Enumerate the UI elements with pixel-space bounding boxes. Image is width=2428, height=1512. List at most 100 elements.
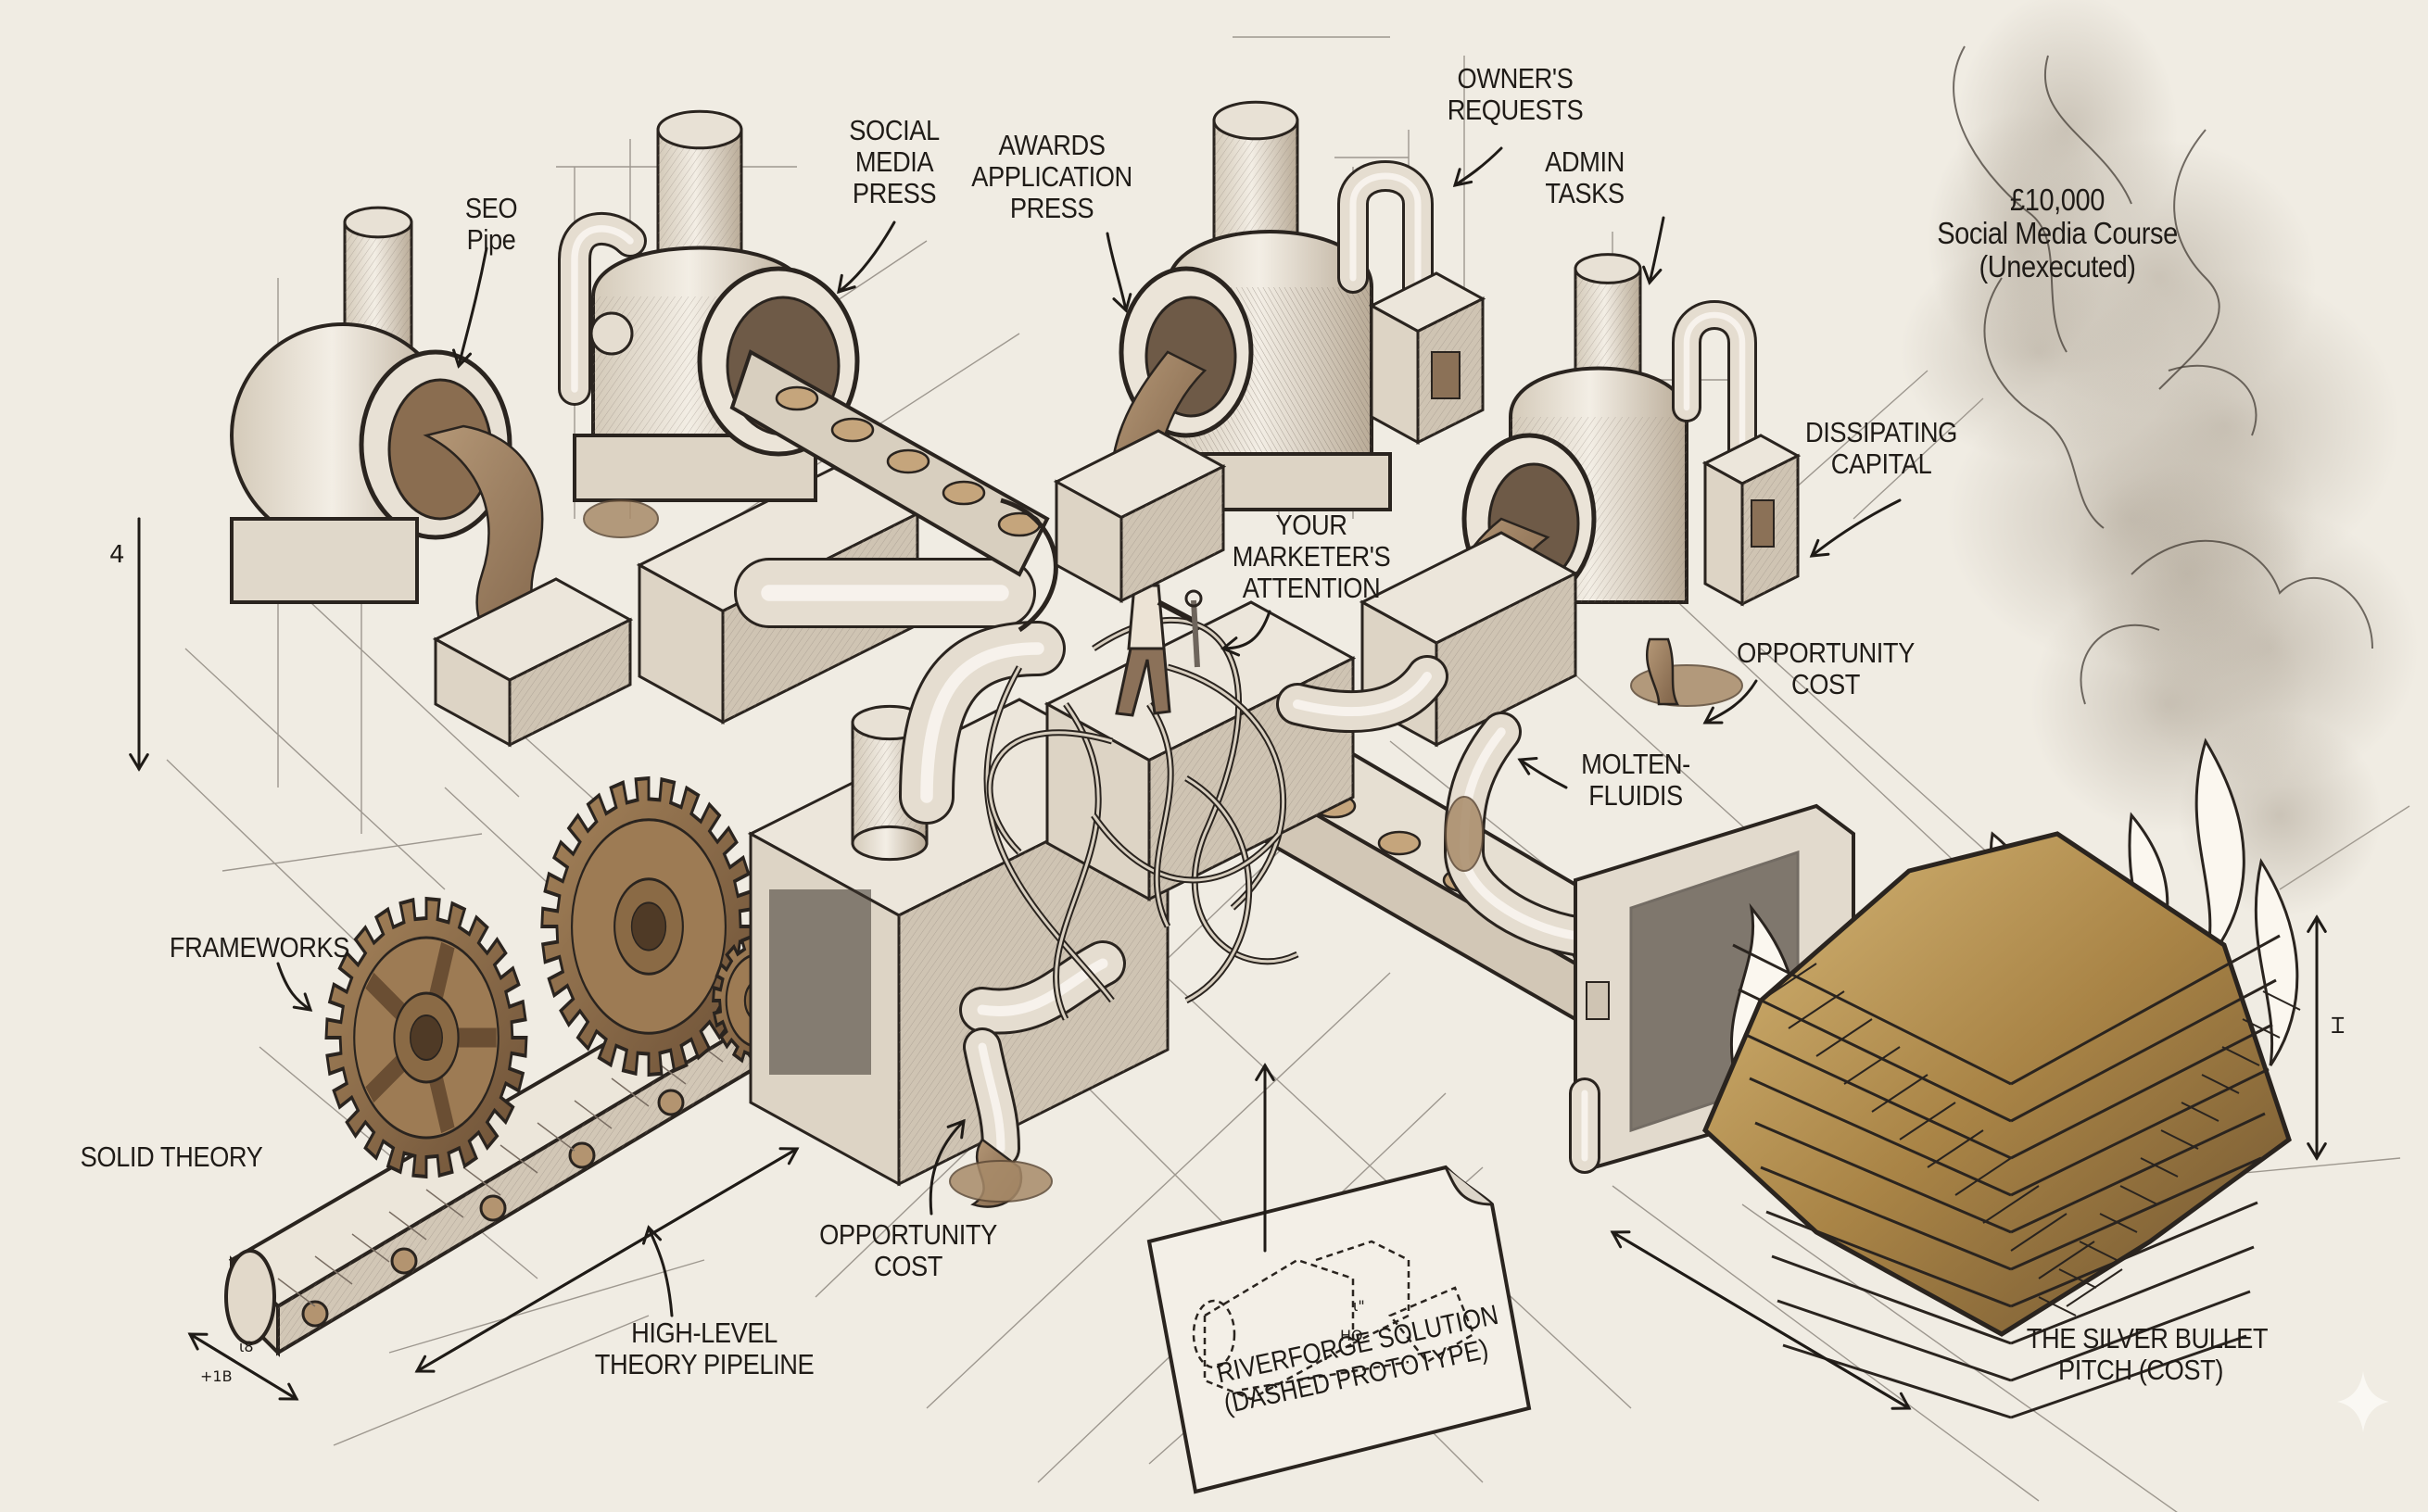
arrow-seo-pipe bbox=[451, 246, 488, 369]
conveyor-roller bbox=[568, 1141, 596, 1169]
gold-bar-edge bbox=[1738, 988, 2012, 1123]
label-line: PITCH (COST) bbox=[2057, 1354, 2224, 1386]
press-housing-opening bbox=[769, 889, 871, 1075]
dimension-pyramid-height: Ɪ bbox=[2332, 1013, 2345, 1039]
control-panel-screen bbox=[1431, 351, 1461, 399]
gold-bar-edge bbox=[1899, 1102, 1956, 1140]
dimension-conveyor-arrow-back bbox=[414, 1147, 799, 1373]
dimension-pyramid-height-arrow-top bbox=[2307, 914, 2327, 1160]
construction-line bbox=[1111, 926, 1632, 1409]
coin bbox=[830, 417, 875, 443]
belt-slat bbox=[277, 1278, 316, 1307]
gold-bar-edge bbox=[2181, 1102, 2219, 1122]
label-opportunity-cost-right: OPPORTUNITY COST bbox=[1736, 637, 1916, 700]
label-line: MARKETER'S bbox=[1232, 540, 1391, 573]
smoke-outline bbox=[2131, 539, 2373, 649]
gold-bar-edge bbox=[1982, 1185, 2040, 1224]
label-line: Pipe bbox=[466, 223, 516, 256]
conveyor-roller bbox=[301, 1300, 329, 1328]
frameworks-gear-large bbox=[324, 896, 528, 1179]
gold-bar-edge bbox=[2010, 1156, 2262, 1271]
gold-bar-edge bbox=[2221, 1046, 2260, 1066]
control-panel-screen bbox=[1751, 499, 1775, 548]
gold-bar-edge bbox=[2010, 934, 2281, 1086]
label-line: OPPORTUNITY bbox=[819, 1218, 997, 1251]
fluid-puddle bbox=[949, 1160, 1053, 1203]
gold-bar-edge bbox=[1788, 990, 1845, 1029]
furnace-switch bbox=[1586, 981, 1610, 1020]
construction-line bbox=[1741, 1203, 2178, 1512]
fluid-puddle bbox=[583, 499, 659, 538]
owners-request-pipe bbox=[1337, 160, 1434, 321]
dimension-conveyor-a: ι8 bbox=[239, 1338, 254, 1355]
construction-line bbox=[184, 648, 446, 890]
label-line: MEDIA bbox=[854, 145, 934, 178]
gold-bar-edge bbox=[2010, 1023, 2273, 1160]
awards-hopper bbox=[1053, 429, 1227, 604]
label-line: SEO bbox=[464, 192, 518, 224]
gold-bar-edge bbox=[1815, 1018, 1873, 1057]
arrow-molten-fluidis bbox=[1517, 757, 1568, 789]
label-admin-tasks: ADMIN TASKS bbox=[1479, 146, 1691, 209]
label-frameworks: FRAMEWORKS bbox=[161, 932, 357, 964]
label-line: ATTENTION bbox=[1242, 572, 1381, 604]
wrench-icon bbox=[1191, 599, 1200, 668]
gold-bar-edge bbox=[2242, 1018, 2281, 1039]
arrow-owners-requests bbox=[1452, 146, 1503, 187]
flame bbox=[2254, 858, 2299, 1066]
arrow-marketers-attention bbox=[1220, 610, 1271, 657]
dashed-sketch bbox=[1192, 1299, 1236, 1369]
arrow-frameworks bbox=[276, 962, 313, 1012]
fluid-puddle bbox=[1630, 664, 1743, 707]
sparkle-icon bbox=[2337, 1371, 2389, 1432]
marketer-trousers bbox=[1115, 647, 1171, 717]
arrow-admin-tasks bbox=[1642, 216, 1665, 285]
dashed-sketch bbox=[1315, 1240, 1410, 1345]
gold-bar-edge bbox=[1760, 963, 1817, 1002]
label-line: HIGH-LEVEL bbox=[631, 1317, 778, 1349]
chute-to-center bbox=[729, 349, 1058, 633]
belt-slat bbox=[462, 1166, 501, 1196]
wrench-head bbox=[1184, 589, 1203, 608]
gold-bar-edge bbox=[2038, 1296, 2077, 1317]
smoke-outline bbox=[2043, 55, 2132, 205]
gold-bar-edge bbox=[2010, 1067, 2270, 1197]
label-line: SOLID THEORY bbox=[80, 1140, 263, 1173]
dimension-conveyor-b: +1B bbox=[200, 1367, 233, 1385]
gold-bar-edge bbox=[1927, 1129, 1984, 1168]
label-line: SOCIAL bbox=[849, 114, 940, 146]
label-line: YOUR bbox=[1275, 509, 1347, 541]
label-line: MOLTEN- bbox=[1581, 748, 1690, 780]
label-social-media-course: £10,000 Social Media Course (Unexecuted) bbox=[1927, 183, 2188, 284]
arrow-social-media-press bbox=[837, 220, 896, 295]
gold-bar-edge bbox=[2038, 1241, 2095, 1279]
label-line: CAPITAL bbox=[1830, 447, 1932, 480]
gold-bar-edge bbox=[1749, 1077, 2012, 1197]
coin bbox=[1377, 830, 1422, 856]
gold-bar-edge bbox=[2010, 1334, 2247, 1419]
arrow-riverforge bbox=[1255, 1063, 1275, 1253]
label-awards-application-press: AWARDS APPLICATION PRESS bbox=[942, 130, 1162, 224]
smoke-puff bbox=[2067, 463, 2308, 686]
gold-bar-edge bbox=[1843, 1046, 1901, 1085]
gold-bar-edge bbox=[1782, 1343, 2012, 1419]
gold-bar-edge bbox=[1743, 1032, 2012, 1160]
page-curl bbox=[1444, 1166, 1493, 1206]
dimension-pyramid-b: ΗΟ bbox=[1340, 1327, 1363, 1344]
tangled-wire bbox=[1092, 814, 1281, 882]
label-line: COST bbox=[873, 1250, 943, 1282]
conveyor-roller bbox=[390, 1247, 418, 1275]
label-line: Social Media Course bbox=[1937, 216, 2178, 250]
label-line: ADMIN bbox=[1545, 145, 1625, 178]
label-line: APPLICATION bbox=[971, 160, 1132, 193]
smoke-outline bbox=[1953, 45, 2068, 353]
arrow-awards-press bbox=[1106, 232, 1132, 313]
construction-line bbox=[221, 833, 483, 872]
belt-slat bbox=[611, 1077, 650, 1107]
label-molten-fluidis: MOLTEN- FLUIDIS bbox=[1574, 749, 1697, 812]
dimension-conveyor-width-arrow-back bbox=[187, 1332, 298, 1401]
label-line: (Unexecuted) bbox=[1979, 249, 2136, 284]
gold-bar-edge bbox=[2079, 1241, 2118, 1261]
